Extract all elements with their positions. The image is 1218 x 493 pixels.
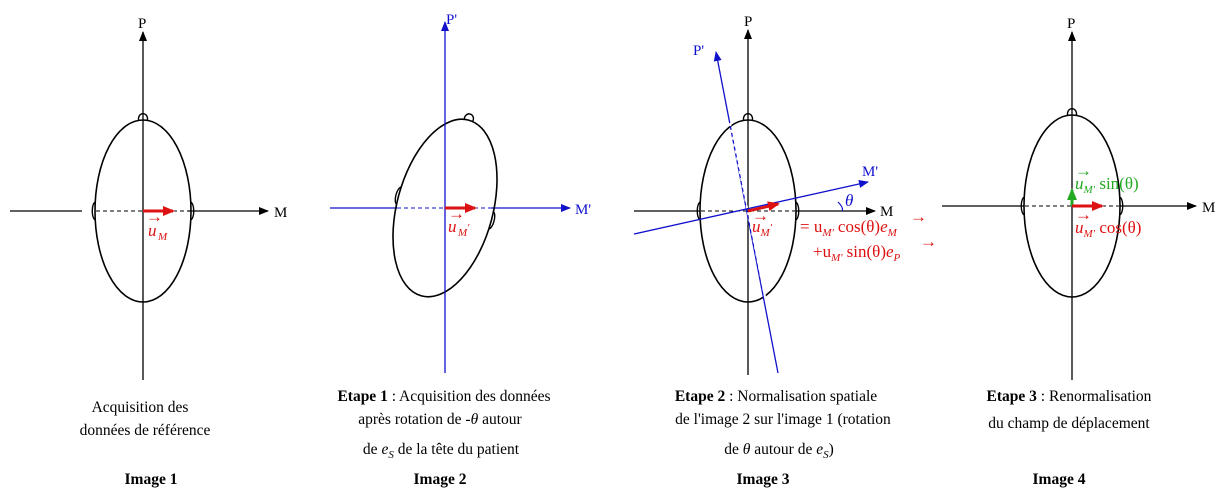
- svg-text:Etape 2 : Normalisation spatia: Etape 2 : Normalisation spatiale: [675, 388, 877, 405]
- panel-1: P M → u M Acquisition des données de réf…: [10, 16, 287, 488]
- svg-text:du champ de déplacement: du champ de déplacement: [988, 415, 1150, 432]
- p-prime-label: P': [446, 12, 457, 28]
- theta-arc: [838, 202, 843, 211]
- m-axis-label: M: [1202, 200, 1215, 216]
- image-label: Image 4: [1033, 471, 1086, 488]
- p-axis-label: P: [744, 14, 752, 30]
- svg-text:Acquisition des: Acquisition des: [92, 399, 189, 416]
- svg-text:′: ′: [467, 222, 470, 234]
- m-prime-label: M': [575, 202, 591, 218]
- p-prime-label: P': [693, 43, 704, 59]
- svg-text:après rotation de -θ autour: après rotation de -θ autour: [358, 411, 522, 428]
- green-label: → uM′ sin(θ): [1075, 161, 1139, 196]
- panel-2: P' M' → u M ′ Etape 1 : Acquisition des …: [330, 12, 591, 488]
- caption: Etape 3 : Renormalisation du champ de dé…: [987, 388, 1152, 432]
- caption: Etape 2 : Normalisation spatiale de l'im…: [675, 388, 891, 461]
- svg-text:→: →: [910, 207, 927, 226]
- svg-text:de eS de la tête du patient: de eS de la tête du patient: [363, 441, 520, 461]
- image-label: Image 3: [737, 471, 790, 488]
- m-prime-label: M': [862, 164, 878, 180]
- svg-text:→: →: [920, 232, 937, 251]
- svg-text:Etape 1 : Acquisition des donn: Etape 1 : Acquisition des données: [337, 388, 550, 405]
- svg-text:+uM′sin(θ)eP: +uM′sin(θ)eP: [813, 242, 901, 264]
- svg-text:de θ autour de eS): de θ autour de eS): [724, 441, 834, 461]
- formula: → uM′ = uM′cos(θ)eM → +uM′sin(θ)eP →: [752, 206, 937, 264]
- panel-4: P M → uM′ sin(θ) → uM′ cos(θ) Etape 3 : …: [942, 16, 1215, 488]
- svg-text:Etape 3 : Renormalisation: Etape 3 : Renormalisation: [987, 388, 1152, 405]
- theta-label: θ: [845, 191, 853, 210]
- svg-text:M: M: [157, 231, 168, 243]
- caption: Etape 1 : Acquisition des données après …: [337, 388, 550, 461]
- image-label: Image 2: [414, 471, 467, 488]
- svg-text:de l'image 2 sur l'image 1 (ro: de l'image 2 sur l'image 1 (rotation: [675, 411, 891, 428]
- p-axis-label: P: [138, 16, 146, 32]
- m-axis-label: M: [274, 205, 287, 221]
- svg-text:= uM′cos(θ)eM: = uM′cos(θ)eM: [800, 217, 898, 239]
- svg-text:u: u: [448, 217, 457, 236]
- svg-text:données de référence: données de référence: [80, 422, 211, 439]
- caption: Acquisition des données de référence: [80, 399, 211, 439]
- p-axis-label: P: [1067, 16, 1075, 32]
- image-label: Image 1: [125, 471, 178, 488]
- red-label: → uM′ cos(θ): [1075, 205, 1141, 240]
- panel-3: P M P' M' θ → uM′ = uM′cos(θ)eM → +uM′si…: [634, 14, 937, 488]
- svg-text:u: u: [148, 221, 157, 240]
- head-outline: [372, 101, 519, 309]
